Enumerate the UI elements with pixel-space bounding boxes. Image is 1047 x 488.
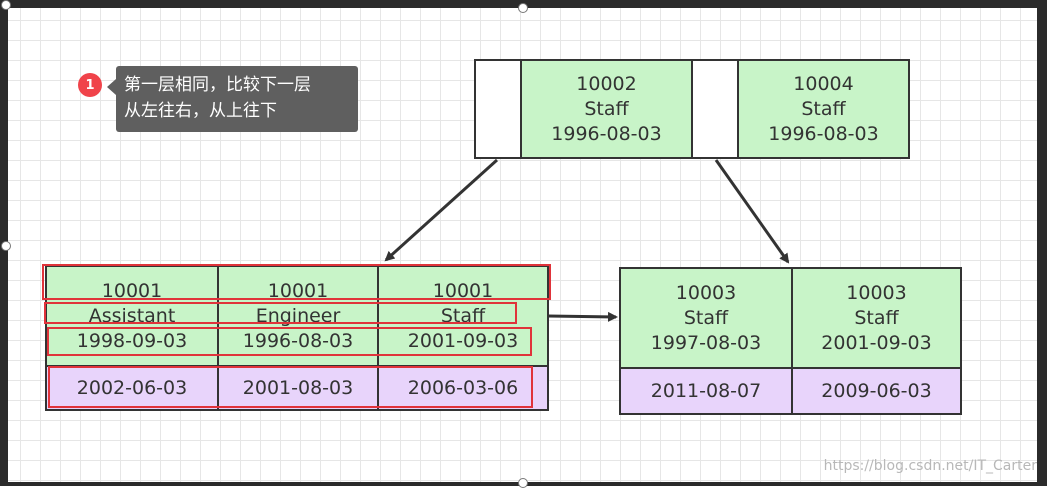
key-date: 1996-08-03 <box>768 122 879 145</box>
key-id: 10001 <box>267 279 329 302</box>
step-badge[interactable]: 1 <box>78 73 102 97</box>
value-date: 2009-06-03 <box>821 379 932 402</box>
key-title: Staff <box>440 304 486 327</box>
leaf-value-cell: 2001-08-03 <box>217 365 379 411</box>
key-id: 10003 <box>675 281 737 304</box>
leaf-value-cell: 2002-06-03 <box>45 365 219 411</box>
value-date: 2002-06-03 <box>76 376 188 399</box>
key-id: 10004 <box>793 72 854 95</box>
root-key-cell: 10002 Staff 1996-08-03 <box>520 59 693 159</box>
leaf-key-cell: 10003 Staff 1997-08-03 <box>619 267 793 369</box>
key-id: 10002 <box>576 72 637 95</box>
key-title: Staff <box>584 97 629 120</box>
key-date: 2001-09-03 <box>821 331 932 354</box>
key-id: 10001 <box>432 279 494 302</box>
key-title: Staff <box>683 306 729 329</box>
key-title: Staff <box>854 306 899 329</box>
leaf-key-cell: 10001 Engineer 1996-08-03 <box>217 265 379 367</box>
key-id: 10001 <box>101 279 163 302</box>
highlight-layer-4 <box>48 366 533 408</box>
key-id: 10003 <box>846 281 907 304</box>
key-date: 2001-09-03 <box>407 329 519 352</box>
value-date: 2001-08-03 <box>242 376 354 399</box>
arrow-root-to-left-leaf <box>384 158 499 262</box>
window-frame-right <box>1037 0 1047 486</box>
leaf-value-cell: 2009-06-03 <box>791 367 962 415</box>
resize-handle-left[interactable] <box>1 241 11 251</box>
resize-handle-top[interactable] <box>518 3 528 13</box>
leaf-key-cell: 10001 Assistant 1998-09-03 <box>45 265 219 367</box>
leaf-key-cell: 10003 Staff 2001-09-03 <box>791 267 962 369</box>
arrow-left-leaf-to-right-leaf <box>547 311 618 322</box>
leaf-value-cell: 2011-08-07 <box>619 367 793 415</box>
tooltip-pointer <box>107 79 116 95</box>
highlight-layer-1 <box>42 264 551 300</box>
tooltip-line-1: 第一层相同，比较下一层 <box>124 75 311 95</box>
annotation-tooltip: 第一层相同，比较下一层 从左往右，从上往下 <box>116 66 358 132</box>
key-date: 1998-09-03 <box>76 329 188 352</box>
resize-handle-top-left[interactable] <box>1 0 11 10</box>
key-title: Engineer <box>255 304 341 327</box>
watermark: https://blog.csdn.net/IT_Carter <box>823 458 1037 474</box>
key-title: Staff <box>801 97 846 120</box>
leaf-key-cell: 10001 Staff 2001-09-03 <box>377 265 549 367</box>
arrow-root-to-right-leaf <box>714 159 790 264</box>
key-date: 1997-08-03 <box>650 331 762 354</box>
highlight-layer-3 <box>47 327 532 356</box>
value-date: 2006-03-06 <box>407 376 519 399</box>
key-title: Assistant <box>88 304 176 327</box>
value-date: 2011-08-07 <box>650 379 762 402</box>
root-pointer-cell <box>474 59 522 159</box>
key-date: 1996-08-03 <box>242 329 354 352</box>
highlight-layer-2 <box>44 302 517 324</box>
tooltip-line-2: 从左往右，从上往下 <box>124 101 277 121</box>
root-pointer-cell <box>691 59 739 159</box>
root-key-cell: 10004 Staff 1996-08-03 <box>737 59 910 159</box>
key-date: 1996-08-03 <box>551 122 662 145</box>
